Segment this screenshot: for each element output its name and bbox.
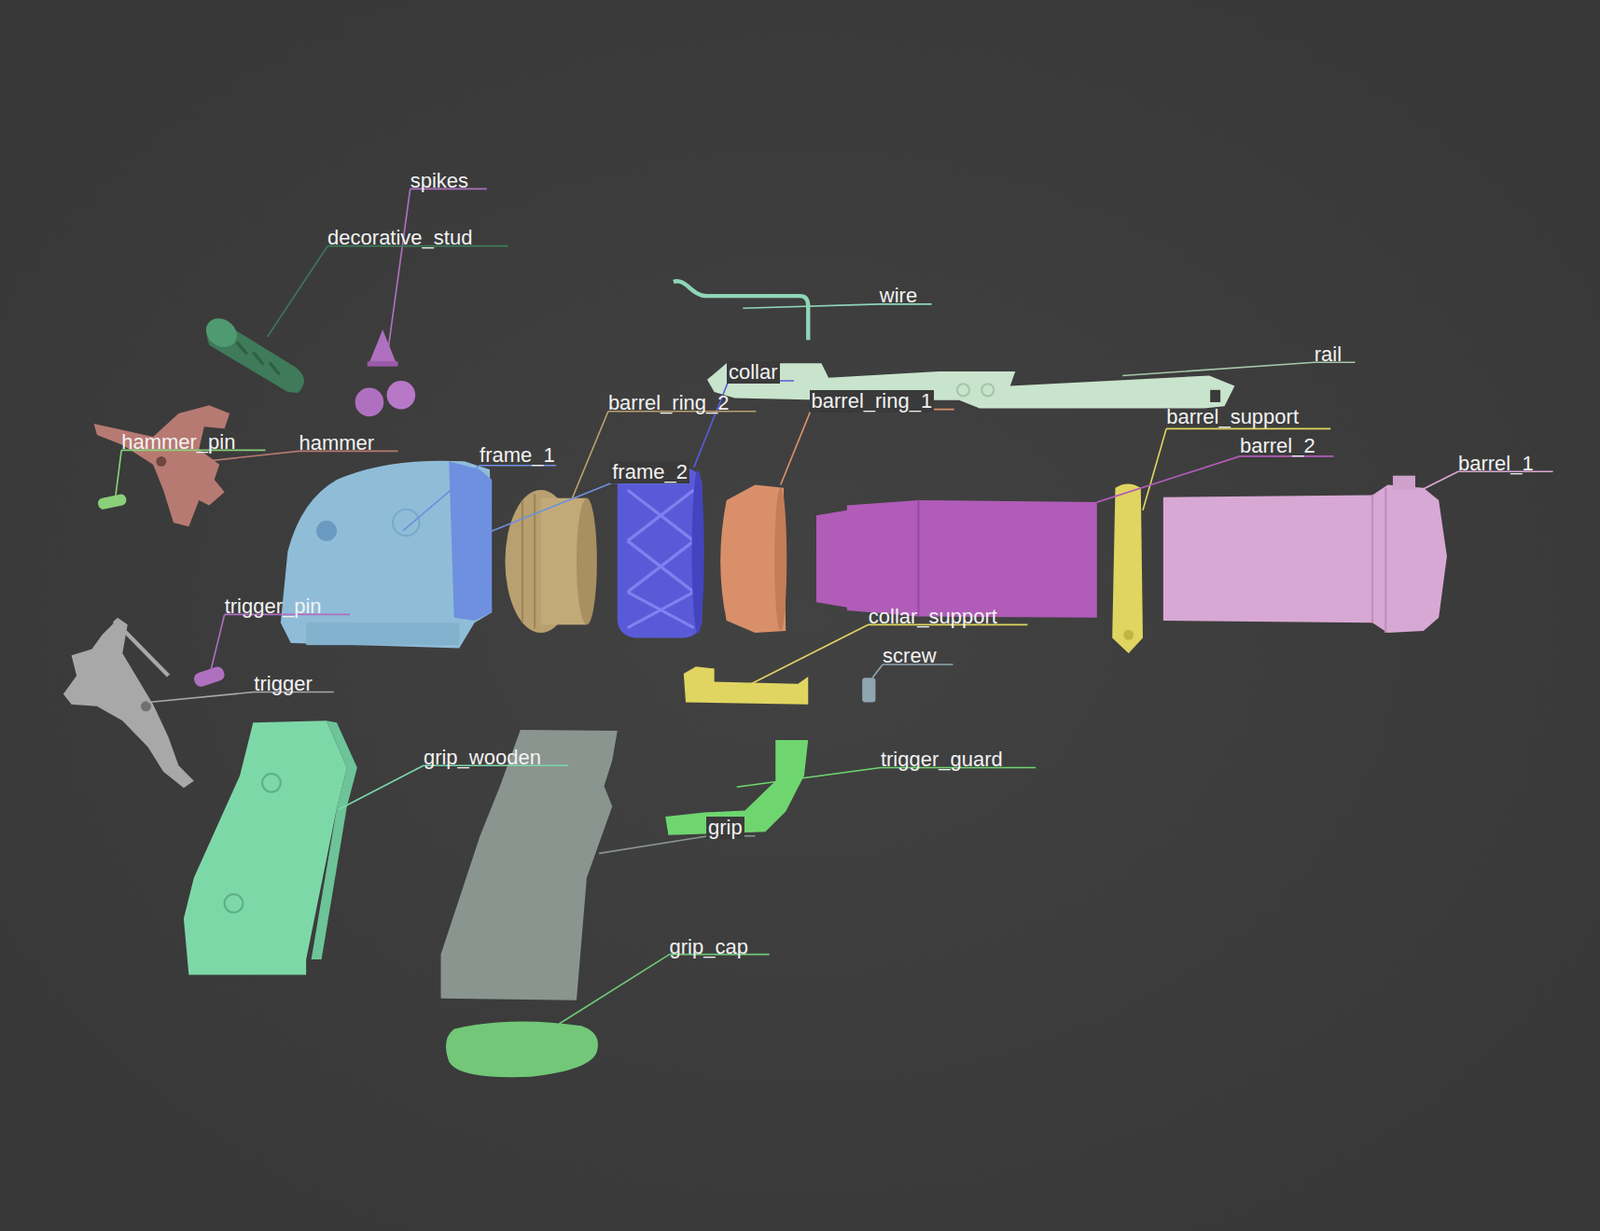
rail <box>1210 389 1221 403</box>
barrel-2 <box>816 500 1098 618</box>
decorative-stud <box>236 341 280 375</box>
barrel-2 <box>816 500 1098 618</box>
barrel-ring-1 <box>774 487 787 631</box>
spikes <box>355 329 417 417</box>
barrel-1 <box>1392 475 1416 490</box>
part-label: barrel_ring_2 <box>606 391 732 415</box>
leader-lines <box>558 954 769 1024</box>
collar <box>692 470 705 634</box>
frame <box>306 622 460 645</box>
leader-lines <box>267 246 509 337</box>
leader-lines <box>338 765 569 809</box>
frame <box>280 460 492 649</box>
part-label: frame_2 <box>610 460 690 484</box>
part-label: barrel_2 <box>1238 434 1318 458</box>
part-label: grip <box>706 816 745 839</box>
leader-lines <box>1097 456 1335 502</box>
rail <box>957 383 970 396</box>
wire <box>673 280 808 340</box>
part-label: wire <box>877 284 919 307</box>
trigger-pin <box>192 665 226 689</box>
hammer <box>94 404 230 527</box>
grip-cap <box>445 1020 599 1077</box>
trigger <box>63 617 195 789</box>
grip <box>441 729 618 1001</box>
grip-cap <box>445 1020 599 1077</box>
part-label: barrel_ring_1 <box>809 389 935 413</box>
grip-wooden <box>224 893 244 913</box>
spikes <box>369 329 396 362</box>
rail <box>981 383 994 396</box>
part-label: trigger_pin <box>222 595 324 618</box>
collar-support <box>683 666 808 704</box>
barrel-support <box>1112 483 1143 654</box>
leader-lines <box>571 411 757 501</box>
leader-lines <box>115 188 1554 1024</box>
leader-lines <box>210 613 350 668</box>
collar-support <box>683 666 808 704</box>
spikes <box>367 361 399 366</box>
barrel-2 <box>917 500 919 617</box>
leader-lines <box>388 188 487 352</box>
grip-wooden <box>311 720 358 960</box>
collar <box>627 489 695 628</box>
hammer <box>155 456 167 467</box>
frame <box>316 520 337 542</box>
part-label: collar <box>726 361 780 384</box>
trigger <box>114 620 169 676</box>
part-label: screw <box>880 644 938 668</box>
hammer <box>94 404 230 527</box>
decorative-stud <box>200 312 243 353</box>
spikes <box>387 380 417 410</box>
barrel-ring-2 <box>504 489 597 633</box>
frame <box>280 460 492 649</box>
part-label: barrel_support <box>1164 405 1301 429</box>
collar <box>617 467 703 639</box>
rail <box>707 362 1235 408</box>
leader-lines <box>747 624 1029 686</box>
part-label: collar_support <box>866 605 1000 628</box>
part-label: frame_1 <box>477 444 557 467</box>
hammer-pin <box>97 492 127 510</box>
barrel-1 <box>1163 485 1447 634</box>
part-label: rail <box>1312 343 1344 366</box>
barrel-ring-2 <box>576 498 598 626</box>
part-label: barrel_1 <box>1456 452 1536 475</box>
part-label: grip_cap <box>667 935 751 959</box>
grip-wooden <box>262 773 281 793</box>
grip-wooden <box>183 720 358 974</box>
part-label: hammer <box>296 431 376 455</box>
part-label: hammer_pin <box>119 431 237 454</box>
decorative-stud <box>200 312 305 393</box>
barrel-support <box>1123 629 1134 640</box>
frame <box>392 509 419 536</box>
trigger <box>63 617 195 789</box>
grip <box>441 729 618 1001</box>
part-label: spikes <box>408 169 471 193</box>
spikes <box>355 388 385 418</box>
barrel-ring-1 <box>720 485 787 634</box>
collar <box>617 467 705 639</box>
hammer-pin <box>97 492 127 510</box>
leader-lines <box>1142 428 1331 510</box>
trigger-pin <box>192 665 226 689</box>
screw <box>862 677 876 702</box>
part-label: grip_wooden <box>421 746 543 769</box>
barrel-support <box>1112 483 1143 654</box>
rail <box>707 362 1235 408</box>
part-label: trigger_guard <box>878 748 1005 771</box>
leader-lines <box>479 482 686 536</box>
wire <box>673 280 808 340</box>
barrel-1 <box>1372 487 1386 633</box>
part-label: trigger <box>251 672 314 696</box>
barrel-1 <box>1163 475 1447 633</box>
screw <box>862 677 876 702</box>
leader-lines <box>780 409 955 486</box>
leader-lines <box>403 465 557 531</box>
part-label: decorative_stud <box>325 226 474 250</box>
